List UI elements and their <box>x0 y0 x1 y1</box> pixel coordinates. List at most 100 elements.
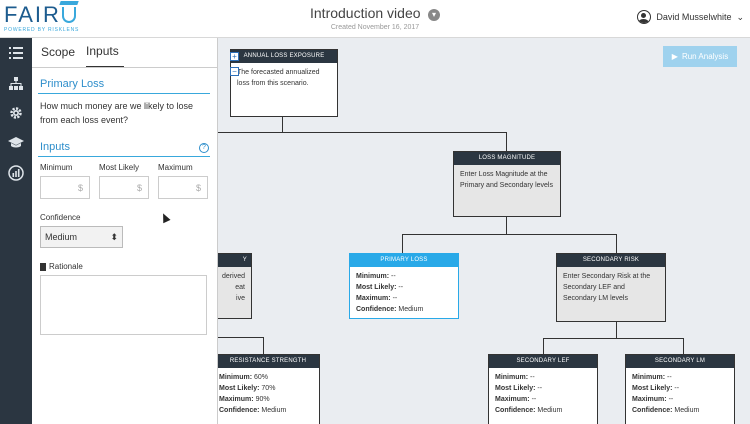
node-title: PRIMARY LOSS <box>350 254 458 267</box>
confidence-select[interactable]: Medium ⬍ <box>40 226 123 248</box>
panel-tabs: Scope Inputs <box>32 38 217 68</box>
node-loss-magnitude[interactable]: LOSS MAGNITUDE Enter Loss Magnitude at t… <box>453 151 561 217</box>
node-text-line: ive <box>236 295 245 302</box>
stat-value: Medium <box>261 407 287 414</box>
node-resistance-strength[interactable]: RESISTANCE STRENGTH Minimum: 60% Most Li… <box>218 354 320 424</box>
tab-scope[interactable]: Scope <box>41 45 76 59</box>
run-analysis-label: Run Analysis <box>681 52 729 61</box>
tab-inputs[interactable]: Inputs <box>86 44 124 67</box>
rationale-label: Rationale <box>49 262 83 271</box>
connector <box>543 338 544 354</box>
connector <box>402 234 403 253</box>
stat-value: -- <box>668 396 674 403</box>
minimum-label: Minimum <box>40 163 73 172</box>
stat-value: 70% <box>261 385 276 392</box>
title-dropdown-icon[interactable]: ▾ <box>427 9 440 21</box>
app-header: FAIR POWERED BY RISKLENS Introduction vi… <box>0 0 750 38</box>
logo-text: FAIR <box>4 2 61 27</box>
node-secondary-lm[interactable]: SECONDARY LM Minimum: -- Most Likely: --… <box>625 354 735 424</box>
node-title: SECONDARY LM <box>626 355 734 368</box>
stat-label: Confidence: <box>632 407 673 414</box>
help-icon[interactable]: ? <box>199 143 209 153</box>
stat-value: -- <box>674 385 680 392</box>
hierarchy-icon[interactable] <box>0 68 32 98</box>
created-date: Created November 16, 2017 <box>330 24 420 31</box>
avatar-icon <box>637 10 652 24</box>
stat-label: Minimum: <box>219 374 253 381</box>
connector <box>616 234 617 253</box>
list-icon[interactable] <box>0 38 32 68</box>
node-title: Y <box>218 254 251 267</box>
confidence-label: Confidence <box>40 213 81 222</box>
confidence-value: Medium <box>45 232 78 242</box>
stat-label: Maximum: <box>495 396 530 403</box>
node-description: The forecasted annualized loss from this… <box>237 69 320 87</box>
collapse-icon[interactable]: − <box>230 67 239 76</box>
most-likely-input[interactable]: $ <box>99 176 149 199</box>
stat-label: Maximum: <box>219 396 254 403</box>
fair-logo[interactable]: FAIR POWERED BY RISKLENS <box>4 2 80 34</box>
logo-subtitle: POWERED BY RISKLENS <box>4 27 80 33</box>
stat-value: -- <box>667 374 672 381</box>
maximum-label: Maximum <box>158 163 193 172</box>
node-secondary-risk[interactable]: SECONDARY RISK Enter Secondary Risk at t… <box>556 253 666 322</box>
node-primary-loss[interactable]: PRIMARY LOSS Minimum: -- Most Likely: --… <box>349 253 459 319</box>
stat-value: Medium <box>398 306 424 313</box>
stat-value: -- <box>537 385 543 392</box>
connector <box>282 117 283 132</box>
inputs-divider <box>38 156 210 157</box>
node-title: ANNUAL LOSS EXPOSURE <box>231 50 337 63</box>
rationale-textarea[interactable] <box>40 275 207 335</box>
node-secondary-lef[interactable]: SECONDARY LEF Minimum: -- Most Likely: -… <box>488 354 598 424</box>
stat-value: -- <box>398 284 404 291</box>
connector <box>218 132 507 133</box>
connector <box>683 338 684 354</box>
maximum-input[interactable]: $ <box>158 176 208 199</box>
stat-label: Minimum: <box>632 374 666 381</box>
gear-icon[interactable] <box>0 98 32 128</box>
play-icon: ▶ <box>671 52 678 61</box>
connector <box>263 337 264 354</box>
chart-icon[interactable] <box>0 158 32 188</box>
node-title: SECONDARY LEF <box>489 355 597 368</box>
node-text-line: derived <box>222 273 245 280</box>
node-description: Enter Secondary Risk at the Secondary LE… <box>563 273 651 302</box>
chevron-down-icon: ⌄ <box>736 11 744 22</box>
node-partial-left[interactable]: Y derived eat ive <box>218 253 252 319</box>
node-annual-loss-exposure[interactable]: ANNUAL LOSS EXPOSURE The forecasted annu… <box>230 49 338 117</box>
stat-label: Most Likely: <box>356 284 397 291</box>
most-likely-label: Most Likely <box>99 163 140 172</box>
section-title: Primary Loss <box>40 78 105 90</box>
connector <box>402 234 617 235</box>
node-title: LOSS MAGNITUDE <box>454 152 560 165</box>
stat-label: Confidence: <box>219 407 260 414</box>
connector <box>543 338 684 339</box>
inputs-heading: Inputs <box>40 141 70 153</box>
node-description: Enter Loss Magnitude at the Primary and … <box>460 171 553 189</box>
connector <box>616 322 617 338</box>
user-menu[interactable]: David Musselwhite ⌄ <box>637 10 744 24</box>
section-divider <box>38 93 210 94</box>
stat-label: Minimum: <box>495 374 529 381</box>
stat-label: Confidence: <box>495 407 536 414</box>
stat-label: Maximum: <box>632 396 667 403</box>
graduation-cap-icon[interactable] <box>0 128 32 158</box>
stat-label: Most Likely: <box>632 385 673 392</box>
node-title: SECONDARY RISK <box>557 254 665 267</box>
select-arrows-icon: ⬍ <box>110 232 118 242</box>
user-name: David Musselwhite <box>656 12 732 22</box>
stat-label: Minimum: <box>356 273 390 280</box>
stat-value: 60% <box>254 374 269 381</box>
stat-value: -- <box>531 396 537 403</box>
stat-label: Confidence: <box>356 306 397 313</box>
run-analysis-button[interactable]: ▶ Run Analysis <box>663 46 737 67</box>
minimum-input[interactable]: $ <box>40 176 90 199</box>
node-title: RESISTANCE STRENGTH <box>218 355 319 368</box>
stat-label: Most Likely: <box>495 385 536 392</box>
expand-icon[interactable]: + <box>230 52 239 61</box>
connector <box>218 337 264 338</box>
node-text-line: eat <box>235 284 245 291</box>
connector <box>506 217 507 234</box>
left-nav <box>0 38 32 424</box>
loss-question: How much money are we likely to lose fro… <box>40 101 194 125</box>
